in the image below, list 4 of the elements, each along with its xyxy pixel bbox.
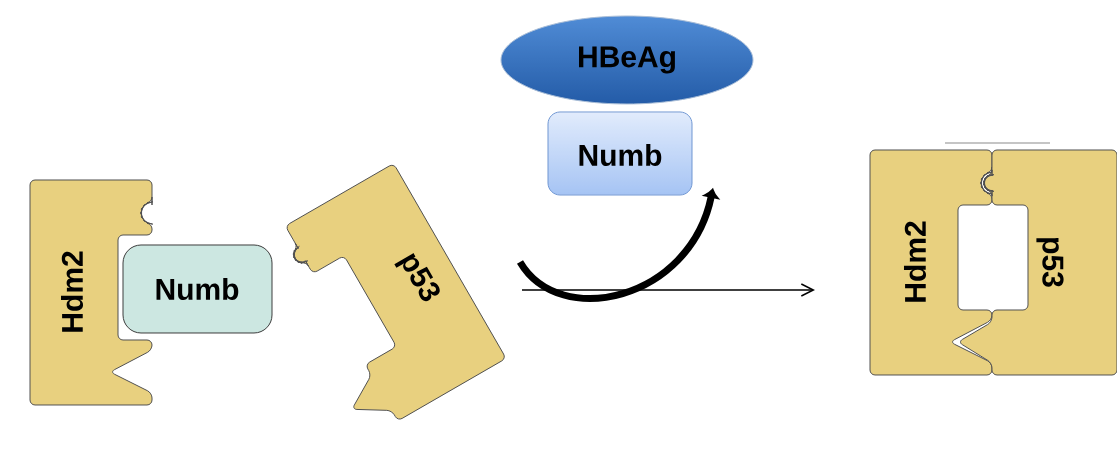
protein-box: Numb (122, 244, 273, 334)
arrow (521, 283, 815, 297)
protein-box: Numb (547, 111, 693, 196)
arrow (517, 188, 719, 302)
